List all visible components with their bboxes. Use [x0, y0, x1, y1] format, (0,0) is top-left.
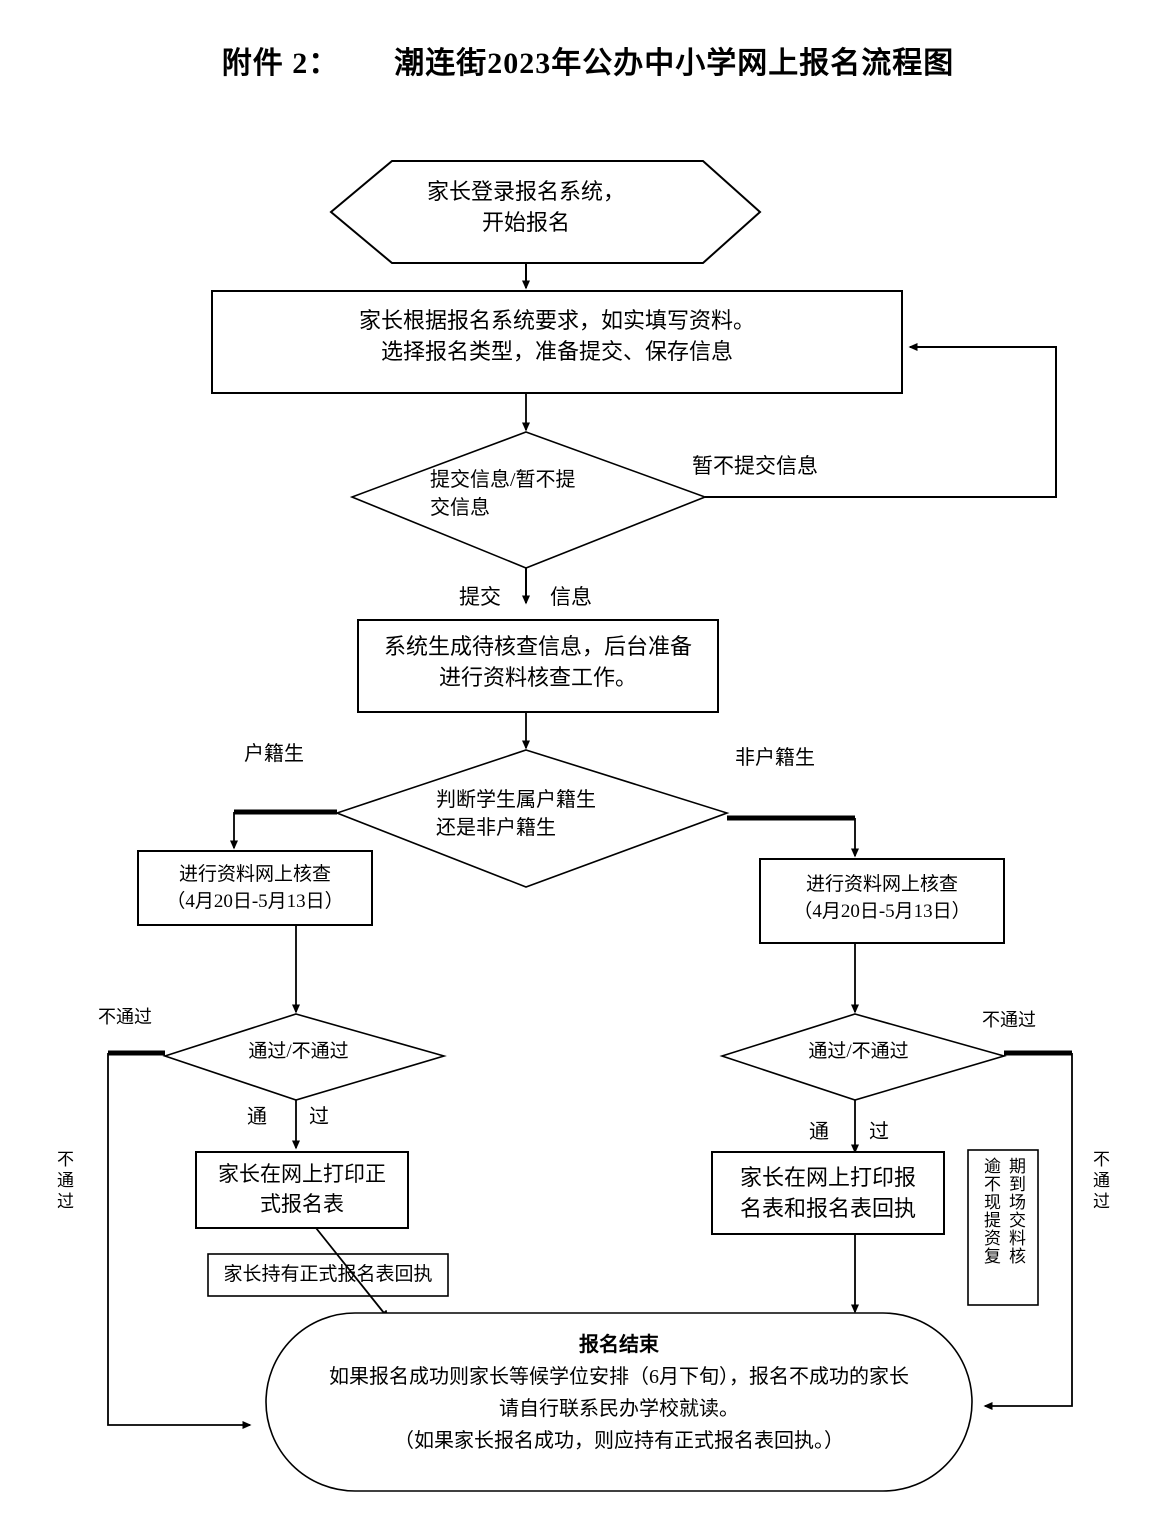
- node-receipt-left-label: 家长持有正式报名表回执: [223, 1264, 433, 1285]
- node-start-shape: [329, 160, 762, 264]
- node-fill-form-shape: [211, 290, 903, 394]
- node-review-right-label: 进行资料网上核查 （4月20日-5月13日）: [793, 874, 971, 922]
- end-line-3: （如果家长报名成功，则应持有正式报名表回执。）: [394, 1430, 844, 1452]
- edge-label-fail-right-top: 不通过: [982, 1010, 1036, 1030]
- node-fill-form-label: 家长根据报名系统要求，如实填写资料。 选择报名类型，准备提交、保存信息: [358, 308, 755, 365]
- node-system-generate-shape: [357, 619, 719, 713]
- edge-label-fail-right-vertical: 不通过: [1090, 1150, 1109, 1213]
- page-title: 附件 2： 潮连街2023年公办中小学网上报名流程图: [0, 38, 1176, 82]
- end-line-1: 如果报名成功则家长等候学位安排（6月下旬），报名不成功的家长: [329, 1366, 909, 1388]
- node-print-right-shape: [711, 1151, 945, 1235]
- edge-label-pass-left-b: 过: [309, 1106, 329, 1128]
- node-review-left-shape: [137, 850, 373, 926]
- node-system-generate-label: 系统生成待核查信息，后台准备 进行资料核查工作。: [383, 634, 692, 691]
- edge-label-hukou-student: 户籍生: [244, 743, 304, 765]
- node-submit-decision-label: 提交信息/暂不提 交信息: [430, 469, 576, 520]
- edge-label-do-submit-left: 提交: [459, 585, 501, 609]
- edge-label-pass-right-a: 通: [809, 1121, 829, 1143]
- title-prefix: 附件 2：: [221, 47, 340, 80]
- node-overdue-note-text: 期到场交料核 逾不现提资复: [972, 1157, 1034, 1299]
- node-start-label: 家长登录报名系统， 开始报名: [426, 179, 625, 236]
- node-print-left-label: 家长在网上打印正 式报名表: [218, 1162, 386, 1216]
- node-pass-decision-right-label: 通过/不通过: [808, 1041, 909, 1062]
- node-receipt-left-shape: [207, 1253, 449, 1297]
- edge-label-do-submit-right: 信息: [550, 585, 592, 609]
- overdue-note-column-left: 逾不现提资复: [981, 1157, 1000, 1265]
- node-review-right-shape: [759, 858, 1005, 944]
- node-end-shape: [265, 1312, 973, 1492]
- node-overdue-note-shape: [967, 1149, 1039, 1306]
- edge-label-hold-submit: 暂不提交信息: [692, 454, 818, 478]
- edge-label-non-hukou-student: 非户籍生: [735, 747, 815, 769]
- overdue-note-column-right: 期到场交料核: [1006, 1157, 1026, 1265]
- node-review-left-label: 进行资料网上核查 （4月20日-5月13日）: [166, 864, 344, 912]
- title-main: 潮连街2023年公办中小学网上报名流程图: [394, 47, 955, 80]
- edge-label-fail-left-top: 不通过: [98, 1007, 152, 1027]
- edge-label-pass-left-a: 通: [247, 1106, 267, 1128]
- edge-label-pass-right-b: 过: [869, 1121, 889, 1143]
- end-heading: 报名结束: [579, 1334, 659, 1356]
- edge-label-fail-left-vertical: 不通过: [54, 1150, 73, 1213]
- end-line-2: 请自行联系民办学校就读。: [499, 1398, 739, 1420]
- node-hukou-decision-shape: [334, 749, 730, 888]
- node-hukou-decision-label: 判断学生属户籍生 还是非户籍生: [436, 789, 596, 840]
- node-print-right-label: 家长在网上打印报 名表和报名表回执: [739, 1165, 916, 1222]
- node-pass-decision-left-label: 通过/不通过: [248, 1041, 349, 1062]
- node-end-text: 报名结束 如果报名成功则家长等候学位安排（6月下旬），报名不成功的家长 请自行联…: [286, 1328, 952, 1457]
- node-print-left-shape: [195, 1151, 409, 1229]
